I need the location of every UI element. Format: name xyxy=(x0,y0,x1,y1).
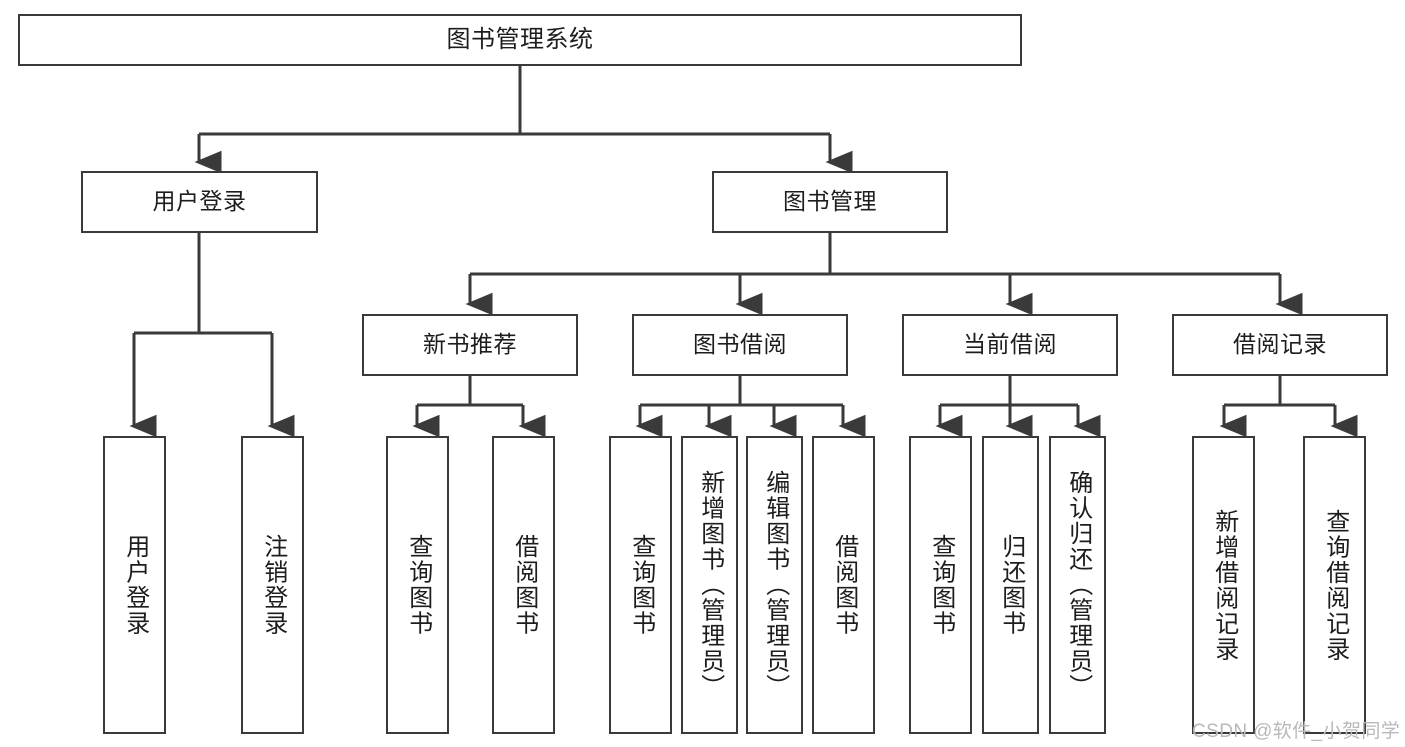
node-label: 借阅图书 xyxy=(510,534,538,636)
leaf-user-login-login[interactable]: 用户登录 xyxy=(103,436,166,734)
leaf-current-return-book[interactable]: 归还图书 xyxy=(982,436,1039,734)
node-label: 归还图书 xyxy=(997,534,1025,636)
node-label: 图书借阅 xyxy=(693,331,787,358)
node-label: 用户登录 xyxy=(121,534,149,636)
leaf-record-query[interactable]: 查询借阅记录 xyxy=(1303,436,1366,734)
leaf-record-add[interactable]: 新增借阅记录 xyxy=(1192,436,1255,734)
node-label: 查询图书 xyxy=(404,534,432,636)
leaf-current-query-book[interactable]: 查询图书 xyxy=(909,436,972,734)
node-label: 借阅图书 xyxy=(830,534,858,636)
node-label: 借阅记录 xyxy=(1233,331,1327,358)
node-label: 查询图书 xyxy=(927,534,955,636)
leaf-user-login-logout[interactable]: 注销登录 xyxy=(241,436,304,734)
node-current-borrow[interactable]: 当前借阅 xyxy=(902,314,1118,376)
node-label: 查询图书 xyxy=(627,534,655,636)
node-root-system[interactable]: 图书管理系统 xyxy=(18,14,1022,66)
watermark-text: CSDN @软件_小贺同学 xyxy=(1192,721,1401,742)
node-label: 确认归还（管理员） xyxy=(1064,470,1092,700)
leaf-borrow-edit-book[interactable]: 编辑图书（管理员） xyxy=(746,436,803,734)
node-label: 注销登录 xyxy=(259,534,287,636)
leaf-current-confirm-return[interactable]: 确认归还（管理员） xyxy=(1049,436,1106,734)
node-book-management[interactable]: 图书管理 xyxy=(712,171,948,233)
node-book-borrow[interactable]: 图书借阅 xyxy=(632,314,848,376)
node-label: 图书管理 xyxy=(783,188,877,215)
node-label: 编辑图书（管理员） xyxy=(761,470,789,700)
node-new-book-recommend[interactable]: 新书推荐 xyxy=(362,314,578,376)
leaf-borrow-add-book[interactable]: 新增图书（管理员） xyxy=(681,436,738,734)
node-label: 新增借阅记录 xyxy=(1210,508,1238,662)
leaf-borrow-query-book[interactable]: 查询图书 xyxy=(609,436,672,734)
node-label: 图书管理系统 xyxy=(446,25,594,53)
leaf-new-book-query[interactable]: 查询图书 xyxy=(386,436,449,734)
leaf-new-book-borrow[interactable]: 借阅图书 xyxy=(492,436,555,734)
leaf-borrow-borrow-book[interactable]: 借阅图书 xyxy=(812,436,875,734)
node-borrow-record[interactable]: 借阅记录 xyxy=(1172,314,1388,376)
node-label: 用户登录 xyxy=(152,188,247,215)
node-label: 新增图书（管理员） xyxy=(696,470,724,700)
node-user-login[interactable]: 用户登录 xyxy=(81,171,318,233)
node-label: 新书推荐 xyxy=(423,331,517,358)
node-label: 查询借阅记录 xyxy=(1321,508,1349,662)
node-label: 当前借阅 xyxy=(963,331,1057,358)
